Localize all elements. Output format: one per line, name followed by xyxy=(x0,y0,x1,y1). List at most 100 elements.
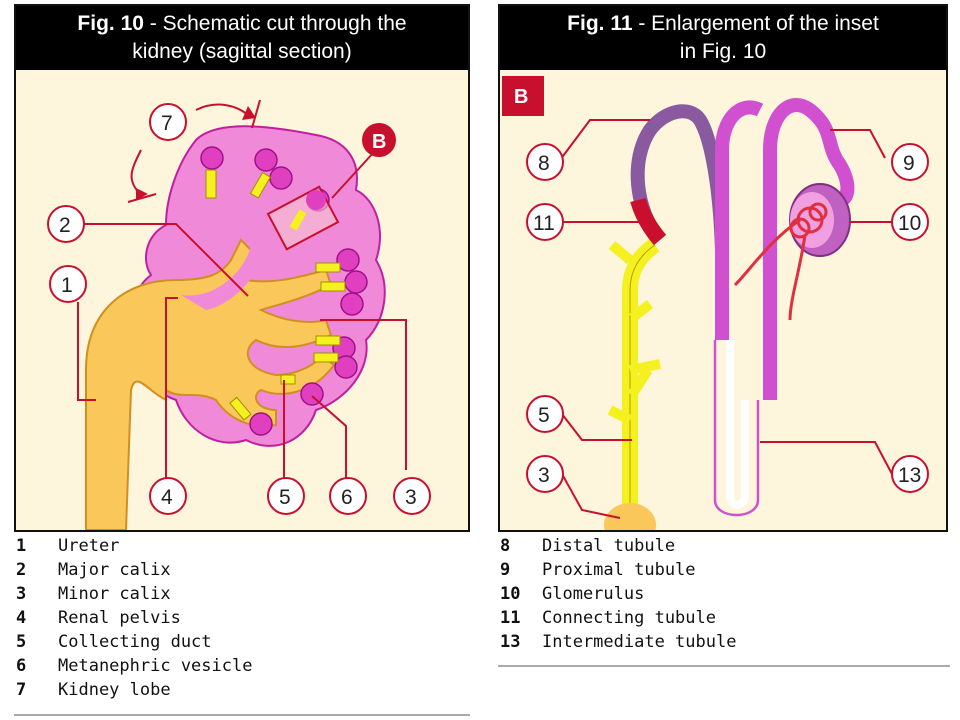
inset-vesicle xyxy=(306,190,326,210)
callout-5b xyxy=(526,395,564,433)
fig11-title-line2: in Fig. 10 xyxy=(679,40,767,63)
legend-num: 7 xyxy=(16,680,27,700)
inset-badge-circle xyxy=(362,123,396,157)
callout-circles xyxy=(47,103,431,515)
collecting-ducts xyxy=(205,169,346,421)
callout-9 xyxy=(891,143,929,181)
kidney-diagram: B 7 2 1 4 5 6 3 xyxy=(47,99,431,530)
proximal-tubule xyxy=(763,98,855,400)
fig11-panel: Fig. 11 - Enlargement of the inset in Fi… xyxy=(498,4,948,532)
legend-item: 8 Distal tubule xyxy=(500,534,736,558)
legend-label: Renal pelvis xyxy=(58,608,181,628)
proximal-tubule-2 xyxy=(715,100,764,340)
glomerulus-capillaries xyxy=(733,202,828,321)
callout-10-label: 10 xyxy=(898,212,921,235)
fig11-callout-lines xyxy=(559,119,893,519)
callout-11 xyxy=(526,203,564,241)
callout-3-label: 3 xyxy=(405,486,417,509)
callout-13 xyxy=(891,455,929,493)
legend-num: 6 xyxy=(16,656,27,676)
callout-4-label: 4 xyxy=(161,486,173,509)
legend-num: 2 xyxy=(16,560,27,580)
callout-8-label: 8 xyxy=(538,152,550,175)
fig11-callout-circles xyxy=(526,143,929,493)
collecting-duct-outline xyxy=(629,244,656,530)
legend-label: Intermediate tubule xyxy=(542,632,737,652)
minor-calix-base xyxy=(604,503,656,530)
callout-3 xyxy=(393,477,431,515)
inset-badge: B xyxy=(372,131,386,153)
legend-num: 4 xyxy=(16,608,27,628)
intermediate-tubule xyxy=(713,340,760,517)
legend-right: 8 Distal tubule 9 Proximal tubule 10 Glomer… xyxy=(500,534,736,654)
fig10-title-rest: - Schematic cut through the xyxy=(143,12,407,35)
divider-right xyxy=(498,665,950,667)
connecting-tubule xyxy=(630,197,667,246)
legend-item: 6 Metanephric vesicle xyxy=(16,654,252,678)
callout-13-label: 13 xyxy=(898,464,921,487)
legend-item: 11 Connecting tubule xyxy=(500,606,736,630)
legend-label: Kidney lobe xyxy=(58,680,171,700)
callout-5 xyxy=(267,477,305,515)
fig10-title-bold: Fig. 10 xyxy=(77,12,144,35)
legend-label: Metanephric vesicle xyxy=(58,656,253,676)
fig11-header: Fig. 11 - Enlargement of the inset in Fi… xyxy=(500,6,946,70)
callout-5b-label: 5 xyxy=(538,404,550,427)
fig10-header: Fig. 10 - Schematic cut through the kidn… xyxy=(16,6,468,70)
callout-5-label: 5 xyxy=(279,486,291,509)
legend-num: 3 xyxy=(16,584,27,604)
callout-3b xyxy=(526,455,564,493)
legend-item: 2 Major calix xyxy=(16,558,252,582)
callout-4 xyxy=(149,477,187,515)
legend-num: 1 xyxy=(16,536,27,556)
callout-lines xyxy=(77,151,407,480)
legend-item: 5 Collecting duct xyxy=(16,630,252,654)
legend-label: Major calix xyxy=(58,560,171,580)
legend-num: 11 xyxy=(500,608,521,628)
legend-num: 10 xyxy=(500,584,521,604)
callout-2-label: 2 xyxy=(59,214,71,237)
legend-label: Collecting duct xyxy=(58,632,212,652)
fig11-title-bold: Fig. 11 xyxy=(567,12,633,35)
legend-num: 9 xyxy=(500,560,511,580)
callout-1-label: 1 xyxy=(61,274,73,297)
legend-label: Minor calix xyxy=(58,584,171,604)
callout-7-label: 7 xyxy=(161,112,173,135)
callout-10 xyxy=(891,203,929,241)
nephron-diagram: B xyxy=(502,76,929,530)
fig10-title-line2: kidney (sagittal section) xyxy=(132,40,352,63)
callout-6 xyxy=(329,477,367,515)
callout-9-label: 9 xyxy=(903,152,915,175)
legend-num: 5 xyxy=(16,632,27,652)
legend-label: Proximal tubule xyxy=(542,560,696,580)
legend-left: 1 Ureter 2 Major calix 3 Minor calix 4 Renal… xyxy=(16,534,252,702)
legend-item: 13 Intermediate tubule xyxy=(500,630,736,654)
duct-branches xyxy=(607,241,661,425)
divider-left xyxy=(14,714,470,716)
legend-item: 9 Proximal tubule xyxy=(500,558,736,582)
callout-6-label: 6 xyxy=(341,486,353,509)
legend-label: Ureter xyxy=(58,536,120,556)
legend-item: 1 Ureter xyxy=(16,534,252,558)
fig11-badge: B xyxy=(514,86,528,108)
legend-item: 4 Renal pelvis xyxy=(16,606,252,630)
legend-label: Distal tubule xyxy=(542,536,676,556)
callout-8 xyxy=(526,143,564,181)
callout-7 xyxy=(149,103,187,141)
callout-2 xyxy=(47,205,85,243)
legend-num: 8 xyxy=(500,536,511,556)
legend-item: 3 Minor calix xyxy=(16,582,252,606)
legend-item: 10 Glomerulus xyxy=(500,582,736,606)
legend-label: Connecting tubule xyxy=(542,608,716,628)
callout-1 xyxy=(49,265,87,303)
fig10-panel: Fig. 10 - Schematic cut through the kidn… xyxy=(14,4,470,532)
inner-cortex-shape xyxy=(181,245,266,310)
legend-label: Glomerulus xyxy=(542,584,645,604)
legend-num: 13 xyxy=(500,632,521,652)
legend-item: 7 Kidney lobe xyxy=(16,678,252,702)
renal-pelvis-shape xyxy=(85,238,336,530)
callout-3b-label: 3 xyxy=(538,464,550,487)
fig11-badge-box xyxy=(502,76,544,116)
fig11-title-rest: - Enlargement of the inset xyxy=(632,12,879,35)
callout-11-label: 11 xyxy=(533,212,555,235)
